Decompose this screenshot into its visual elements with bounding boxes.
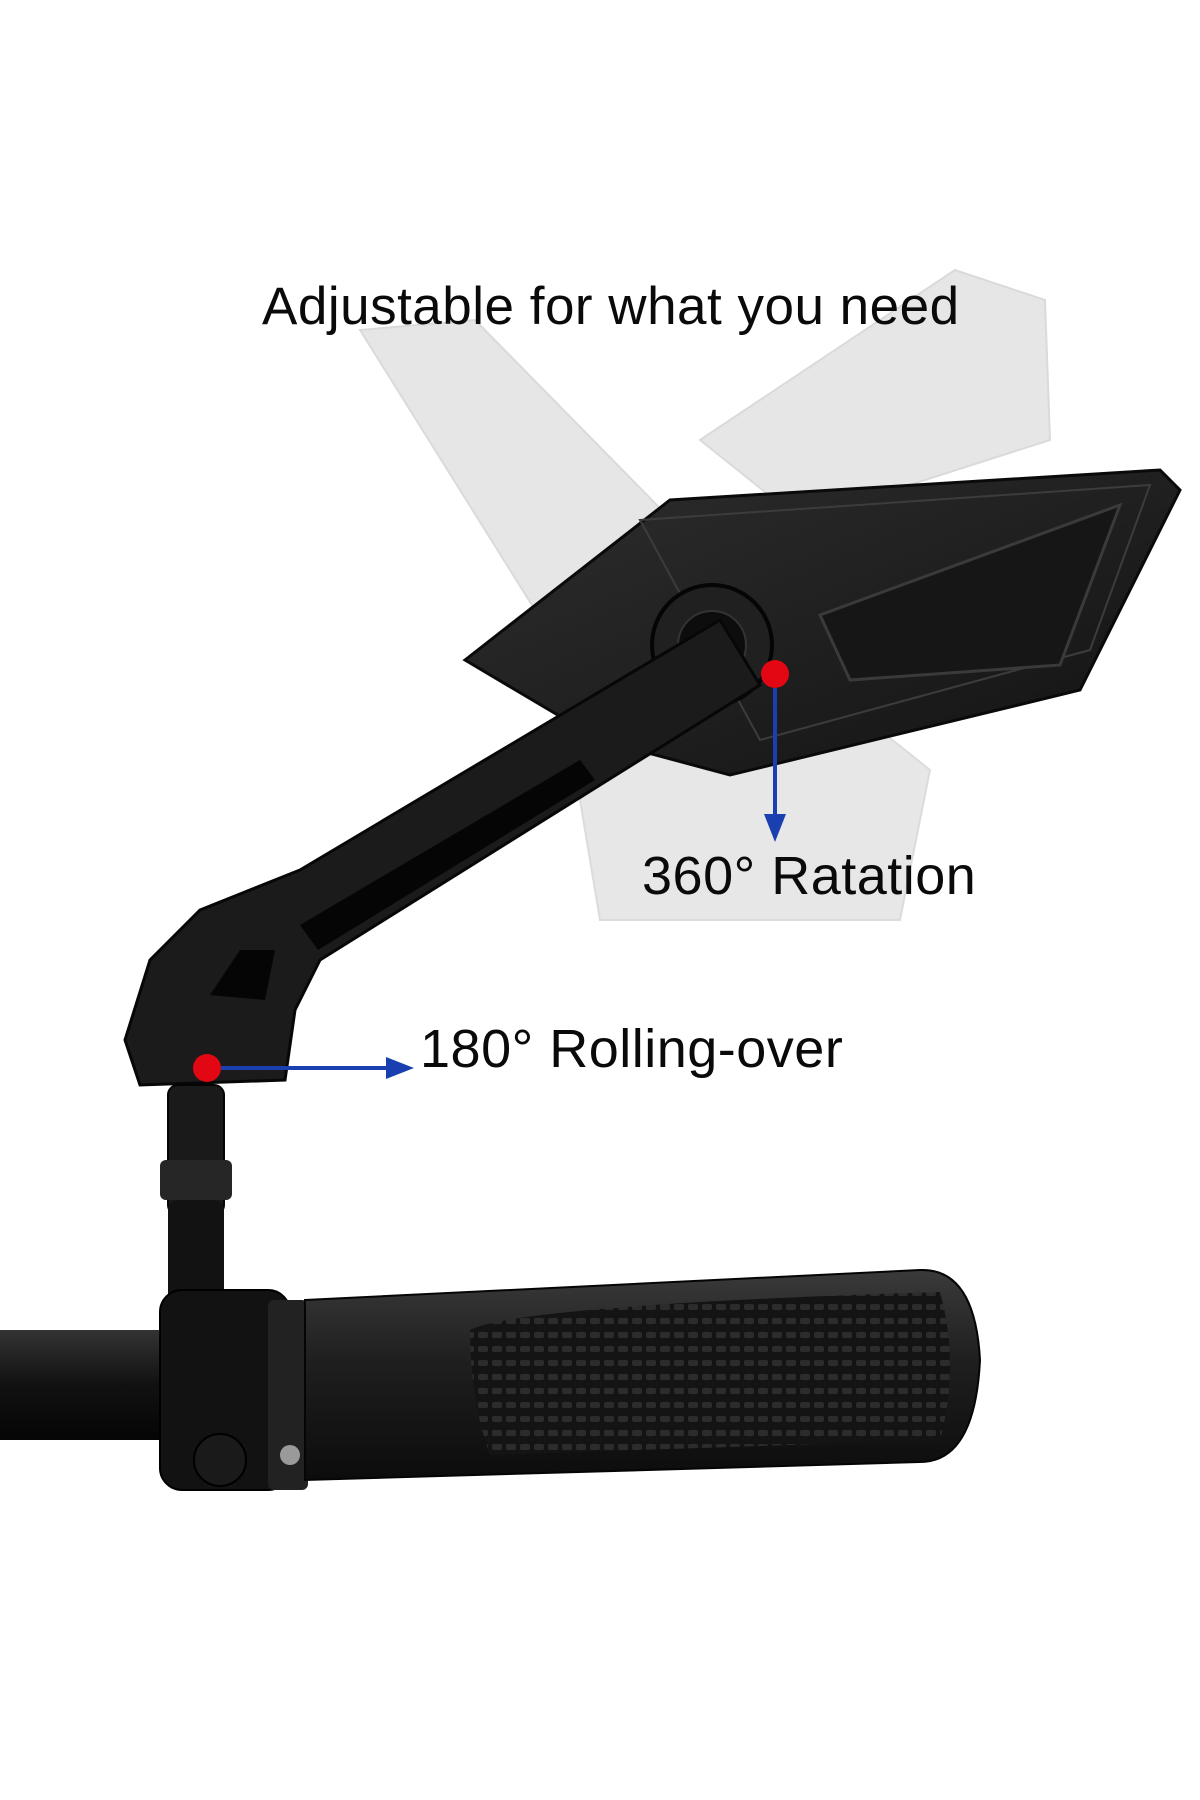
mirror-back-groove [817,502,1123,682]
arrow-icon [386,1057,414,1079]
red-dot-icon [761,660,789,688]
handlebar [0,1289,308,1491]
arrow-icon [764,814,786,842]
handlebar-grip [304,1268,982,1482]
mirror-arm [123,617,763,1087]
red-dot-icon [193,1054,221,1082]
rotation-label: 360° Ratation [642,846,977,906]
rotation-callout [761,660,789,842]
grip-knurl-pattern [470,1292,950,1455]
arm-slot [300,760,595,950]
headline: Adjustable for what you need [262,277,960,336]
rolling-label: 180° Rolling-over [420,1019,844,1079]
rolling-callout [193,1054,414,1082]
